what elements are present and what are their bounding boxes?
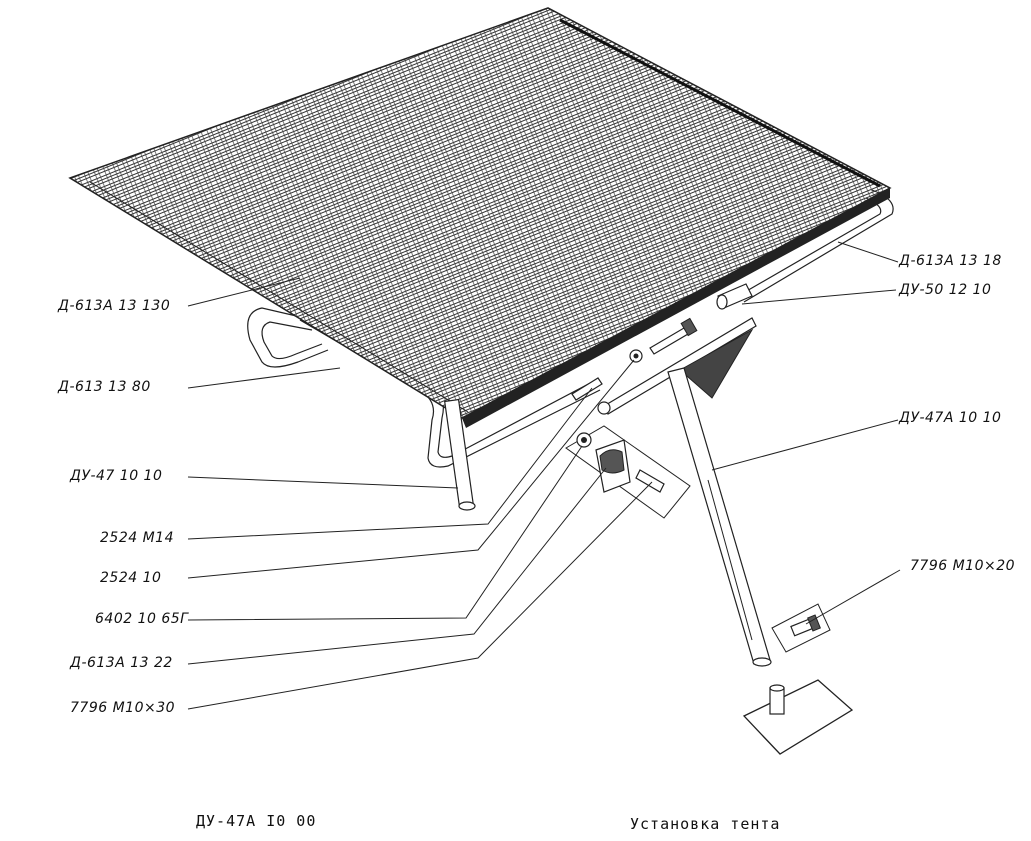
canopy-fabric [68, 7, 892, 428]
leader-lines [187, 241, 901, 710]
callout-m10x20: 7796 М10×20 [910, 558, 1016, 574]
callout-du50-12-10: ДУ-50 12 10 [899, 282, 992, 298]
bolt-m14 [629, 317, 698, 363]
bolt-m10x20-detail [771, 603, 831, 653]
left-post [444, 398, 476, 511]
callout-du47-10-10: ДУ-47 10 10 [70, 468, 163, 484]
callout-d613a-13-130: Д-613А 13 130 [58, 298, 171, 314]
callout-d613a-13-22: Д-613А 13 22 [70, 655, 173, 671]
drawing-title: Установка тента [630, 815, 781, 833]
rear-frame [247, 307, 329, 368]
side-tube [737, 189, 894, 303]
sleeve [716, 283, 753, 310]
callout-du47a-10-10: ДУ-47А 10 10 [899, 410, 1002, 426]
clamp-detail [565, 425, 691, 519]
callout-6402-10-65g: 6402 10 65Г [95, 611, 189, 627]
floor-pad [742, 679, 854, 755]
callout-d613a-13-18: Д-613А 13 18 [899, 253, 1002, 269]
callout-m10x30: 7796 М10×30 [70, 700, 176, 716]
support-bracket [597, 317, 757, 415]
callout-2524-10: 2524 10 [100, 570, 162, 586]
callout-d613-13-80: Д-613 13 80 [58, 379, 151, 395]
threaded-rod [571, 377, 603, 401]
main-support-leg [667, 367, 772, 667]
callout-2524-m14: 2524 М14 [100, 530, 174, 546]
document-number: ДУ-47А I0 00 [196, 812, 317, 830]
